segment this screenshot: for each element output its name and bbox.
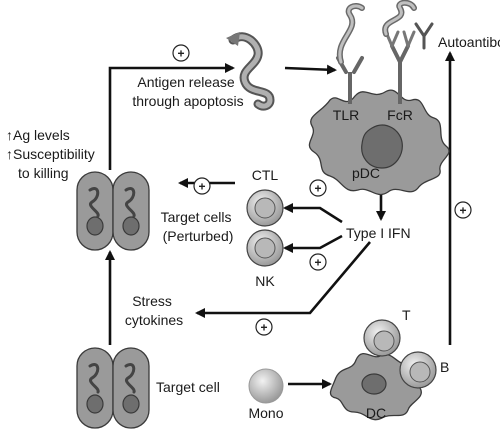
mono-cell — [248, 368, 284, 404]
nk-label: NK — [255, 273, 275, 289]
ag-levels-label: ↑Ag levels ↑Susceptibility to killing — [6, 127, 99, 181]
plus-badge-top: + — [172, 44, 190, 62]
target-cells-perturbed-label: Target cells (Perturbed) — [161, 209, 236, 244]
plus-badge-bcell: + — [454, 201, 472, 219]
pdc-cell — [308, 89, 450, 196]
autoantibody-icon — [414, 22, 434, 50]
stress-cytokines-label: Stress cytokines — [125, 293, 183, 328]
antigen-release-label: Antigen release through apoptosis — [132, 74, 243, 109]
t-cell-label: T — [402, 307, 411, 323]
b-cell-label: B — [440, 359, 449, 375]
arrow-ifn-to-nk — [283, 234, 343, 253]
fcr-receptor — [382, 0, 417, 104]
antigen-fragment — [226, 32, 275, 111]
target-cell-label: Target cell — [156, 379, 220, 395]
perturbed-target-cells — [76, 171, 150, 251]
target-cell — [76, 347, 150, 429]
nk-cell — [246, 229, 284, 267]
arrow-antigen-to-pdc — [284, 64, 337, 75]
plus-sign: + — [459, 204, 466, 218]
plus-badge-nk: + — [309, 253, 327, 271]
fcr-label: FcR — [387, 107, 413, 123]
arrow-ifn-to-ctl — [283, 203, 343, 224]
ctl-cell — [246, 189, 284, 227]
plus-sign: + — [314, 182, 321, 196]
tlr-label: TLR — [333, 107, 359, 123]
tlr-receptor — [336, 3, 365, 104]
plus-badge-killers: + — [193, 177, 211, 195]
dc-label: DC — [366, 405, 386, 421]
plus-sign: + — [314, 256, 321, 270]
arrow-ifn-to-stress — [195, 241, 371, 318]
plus-sign: + — [177, 47, 184, 61]
arrow-cells-to-antigen — [108, 63, 235, 170]
autoantibody-label: Autoantibody — [438, 34, 500, 50]
t-cell — [363, 319, 401, 357]
plus-sign: + — [198, 180, 205, 194]
dc-cell — [329, 352, 422, 421]
plus-sign: + — [260, 321, 267, 335]
pdc-label: pDC — [352, 165, 380, 181]
plus-badge-ctl: + — [309, 179, 327, 197]
type1-ifn-label: Type I IFN — [346, 225, 411, 241]
ctl-label: CTL — [252, 167, 279, 183]
b-cell — [399, 351, 437, 389]
plus-badge-stress: + — [255, 318, 273, 336]
mono-label: Mono — [248, 405, 283, 421]
